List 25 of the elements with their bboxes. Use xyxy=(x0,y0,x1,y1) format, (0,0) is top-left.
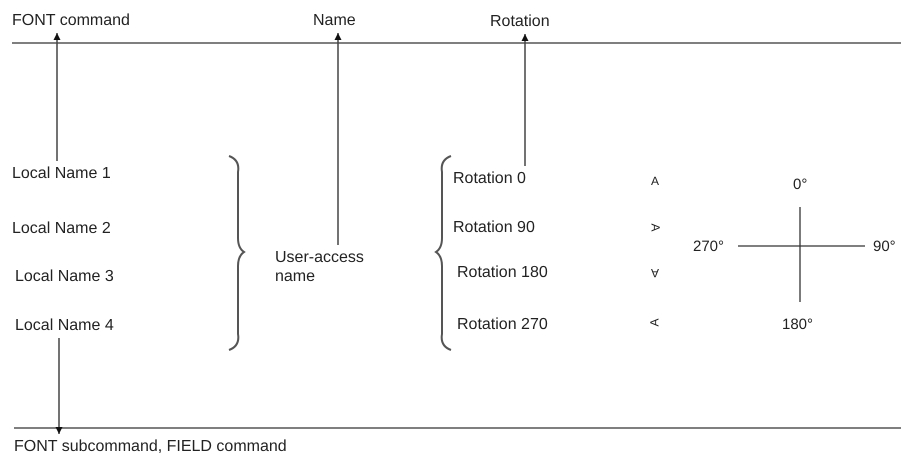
arrow xyxy=(54,33,60,161)
column-heading: Rotation xyxy=(490,12,550,31)
rotated-letter: A xyxy=(646,318,662,326)
name-label: User-access name xyxy=(275,248,395,286)
rotated-letter: A xyxy=(651,265,660,281)
column-heading: Name xyxy=(313,11,356,30)
degree-label: 0° xyxy=(793,176,808,193)
name-label: Local Name 2 xyxy=(12,219,111,238)
column-heading: FONT command xyxy=(12,11,130,30)
degree-label: 180° xyxy=(782,316,814,333)
footer-heading: FONT subcommand, FIELD command xyxy=(14,437,287,456)
degree-label: 90° xyxy=(873,238,896,255)
arrow xyxy=(56,338,62,434)
name-label: Local Name 1 xyxy=(12,164,111,183)
name-label: Local Name 4 xyxy=(15,316,114,335)
arrow xyxy=(334,33,342,245)
rotation-label: Rotation 90 xyxy=(453,218,535,237)
arrow xyxy=(522,34,528,166)
rotation-label: Rotation 180 xyxy=(457,263,548,282)
rotation-label: Rotation 0 xyxy=(453,169,526,188)
name-label: Local Name 3 xyxy=(15,267,114,286)
rotation-label: Rotation 270 xyxy=(457,315,548,334)
degree-label: 270° xyxy=(693,238,724,255)
rotated-letter: A xyxy=(648,224,664,232)
rotated-letter: A xyxy=(651,173,660,190)
